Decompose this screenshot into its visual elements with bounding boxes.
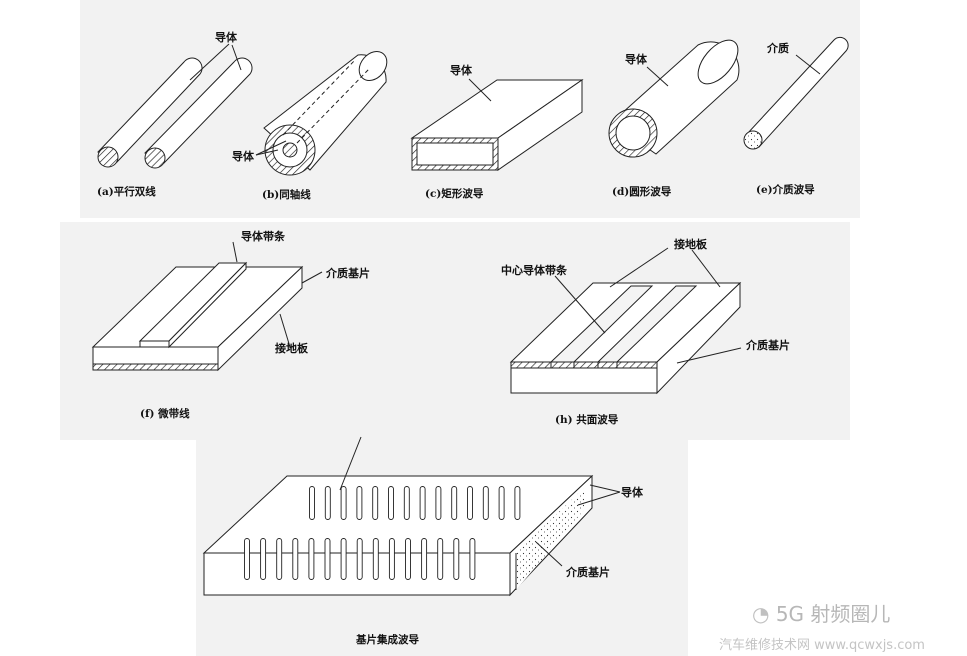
siw-via — [498, 486, 505, 520]
siw-via — [419, 486, 426, 520]
rect-waveguide-caption: (c)矩形波导 — [425, 187, 484, 200]
wechat-icon: ◔ — [752, 602, 770, 626]
siw-via — [276, 538, 283, 580]
rect-waveguide-conductor-label: 导体 — [450, 63, 473, 77]
siw-via — [405, 538, 411, 580]
siw-via — [372, 486, 379, 520]
microstrip-substrate-label: 介质基片 — [325, 266, 370, 280]
coplanar-caption: (h) 共面波导 — [555, 413, 619, 426]
microstrip-figure — [91, 241, 323, 372]
siw-via — [403, 486, 410, 520]
coplanar-figure — [509, 247, 742, 395]
microstrip-ground-label: 接地板 — [275, 341, 309, 355]
siw-caption: 基片集成波导 — [355, 633, 419, 646]
siw-via — [340, 538, 347, 580]
siw-via — [435, 486, 442, 520]
rect-waveguide-figure — [410, 78, 584, 171]
siw-via — [244, 538, 250, 580]
microstrip-caption: (f) 微带线 — [140, 407, 190, 420]
siw-conductor-label: 导体 — [621, 485, 644, 499]
siw-via — [308, 538, 315, 580]
siw-via — [467, 486, 473, 520]
siw-via — [453, 538, 460, 580]
watermark-site: 汽车维修技术网 www.qcwxjs.com — [719, 638, 925, 653]
siw-figure — [202, 436, 621, 597]
circ-waveguide-conductor-label: 导体 — [625, 52, 648, 66]
coplanar-center-label: 中心导体带条 — [501, 263, 568, 277]
coax-conductor-label: 导体 — [232, 149, 255, 163]
siw-via — [324, 486, 331, 520]
siw-substrate-label: 介质基片 — [565, 565, 610, 579]
siw-via — [469, 538, 476, 580]
coplanar-ground-label: 接地板 — [674, 237, 708, 251]
siw-via — [388, 538, 395, 580]
dielectric-waveguide-figure — [743, 36, 849, 150]
coax-figure — [255, 51, 388, 176]
siw-via — [482, 486, 489, 520]
siw-via — [324, 538, 331, 580]
microstrip-strip-label: 导体带条 — [241, 229, 286, 243]
watermark-brand-text: 5G 射频圈儿 — [775, 602, 891, 626]
dielectric-waveguide-caption: (e)介质波导 — [756, 183, 815, 196]
siw-via — [437, 538, 444, 580]
parallel-wire-figure — [97, 43, 253, 169]
parallel-wire-caption: (a)平行双线 — [97, 185, 156, 198]
circ-waveguide-caption: (d)圆形波导 — [612, 185, 672, 198]
circ-waveguide-figure — [608, 39, 740, 158]
siw-via — [260, 538, 267, 580]
siw-via — [356, 486, 363, 520]
siw-via — [372, 538, 379, 580]
coax-caption: (b)同轴线 — [262, 188, 311, 201]
watermark-brand: ◔ 5G 射频圈儿 — [752, 598, 890, 627]
siw-via — [292, 538, 299, 580]
siw-via — [421, 538, 428, 580]
coplanar-substrate-label: 介质基片 — [745, 338, 790, 352]
siw-via-rows — [244, 486, 521, 580]
siw-via — [451, 486, 458, 520]
siw-via — [388, 486, 394, 520]
dielectric-waveguide-label: 介质 — [766, 41, 789, 55]
parallel-wire-conductor-label: 导体 — [215, 30, 238, 44]
siw-via — [340, 486, 347, 520]
siw-via — [309, 486, 315, 520]
siw-via — [514, 486, 521, 520]
siw-via — [356, 538, 363, 580]
